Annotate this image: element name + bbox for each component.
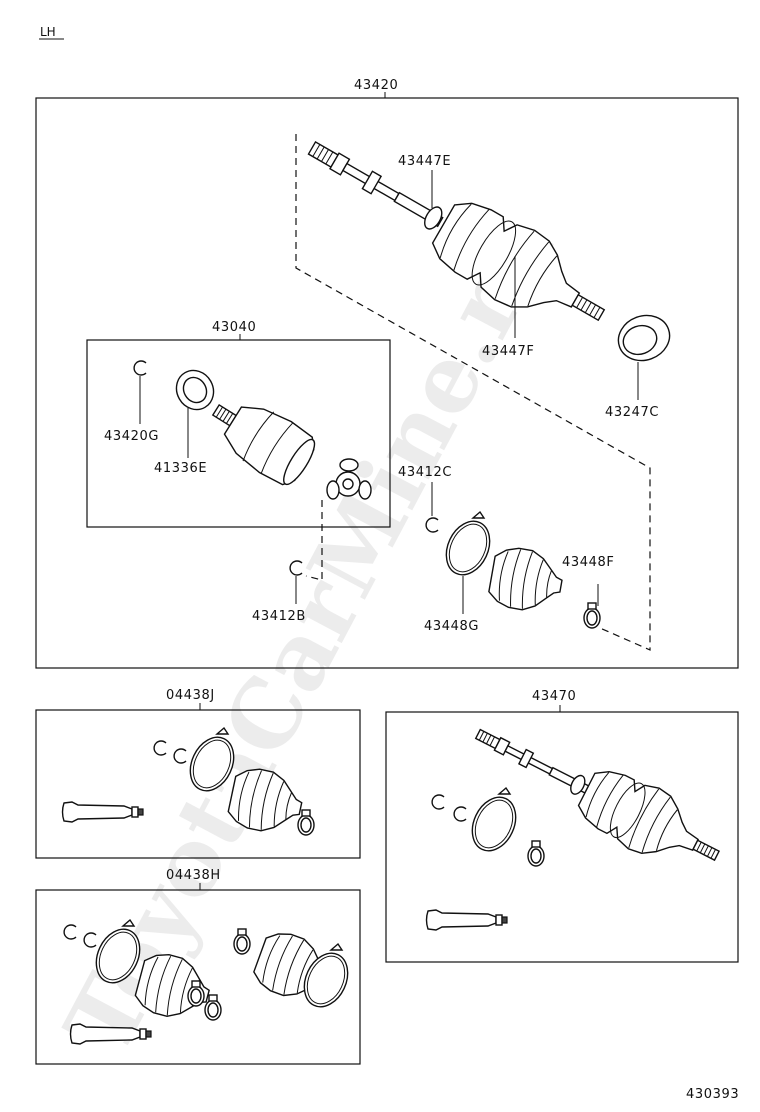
- side-label: LH: [40, 25, 56, 39]
- tripod-joint: [326, 458, 372, 500]
- band: [463, 787, 525, 859]
- grease-tube: [61, 801, 144, 823]
- part-43247C-ring: [617, 314, 671, 362]
- clamp: [233, 928, 251, 955]
- part-41336E-ring: [175, 369, 215, 411]
- label-43412B: 43412B: [252, 609, 306, 624]
- main-assembly-frame: [35, 97, 739, 669]
- snap-ring: [83, 932, 97, 948]
- label-43247C: 43247C: [605, 405, 659, 420]
- part-43448F-clamp: [583, 602, 601, 629]
- snap-ring: [453, 806, 467, 822]
- clamp: [527, 840, 545, 867]
- label-04438H: 04438H: [166, 868, 221, 883]
- label-43447E: 43447E: [398, 154, 451, 169]
- shaft-assembly: [461, 703, 733, 887]
- boot-kit-04438J: 04438J: [35, 688, 361, 859]
- label-43412C: 43412C: [398, 465, 452, 480]
- part-43448G-band: [437, 511, 499, 583]
- label-41336E: 41336E: [154, 461, 207, 476]
- label-43420: 43420: [354, 78, 398, 93]
- inboard-joint-frame: [86, 339, 391, 528]
- snap-ring: [173, 748, 187, 764]
- label-43040: 43040: [212, 320, 256, 335]
- snap-ring: [153, 740, 167, 756]
- shaft-assembly-43470-frame: [385, 711, 739, 963]
- boot-kit-04438H: 04438H: [35, 868, 361, 1065]
- label-43470: 43470: [532, 689, 576, 704]
- snap-ring: [63, 924, 77, 940]
- shaft-assembly-43470: 43470: [385, 689, 739, 963]
- grease-tube: [425, 909, 508, 931]
- label-43448G: 43448G: [424, 619, 479, 634]
- label-04438J: 04438J: [166, 688, 215, 703]
- diagram-number: 430393: [686, 1087, 739, 1102]
- label-43420G: 43420G: [104, 429, 159, 444]
- assembly-envelope: [295, 134, 651, 651]
- boot-kit-04438H-frame: [35, 889, 361, 1065]
- label-43447F: 43447F: [482, 344, 534, 359]
- part-43412C-snap-ring: [425, 517, 439, 533]
- boot-kit-04438J-frame: [35, 709, 361, 859]
- part-43412B-snap-ring: [289, 560, 303, 576]
- inboard-boot: [486, 543, 567, 617]
- snap-ring: [431, 794, 445, 810]
- drive-shaft: [307, 140, 606, 322]
- label-43448F: 43448F: [562, 555, 614, 570]
- main-assembly-group: 43420 43040: [35, 78, 739, 669]
- part-43420G-snap-ring: [133, 360, 147, 376]
- joint-housing: [211, 403, 316, 486]
- clamp: [297, 809, 315, 836]
